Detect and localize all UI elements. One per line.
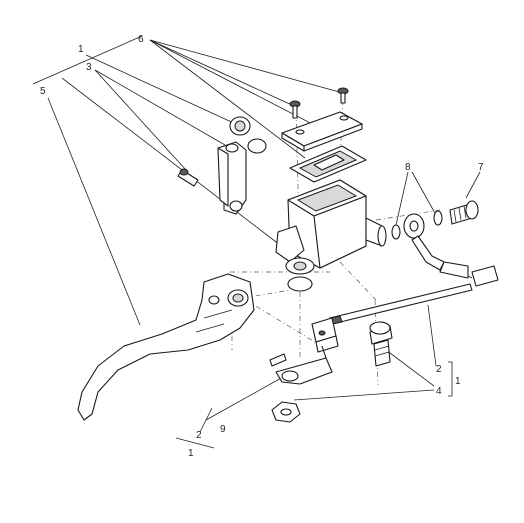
push-rod [329,283,473,325]
handlebar-clamp [217,141,247,215]
washer-left [391,224,401,240]
brake-lever [77,273,255,421]
callout-1-right: 1 [455,376,461,387]
cap-screw-left [289,100,301,119]
callout-2-right: 2 [436,364,442,375]
adjuster-pin [269,353,287,367]
switch-connector [467,265,499,287]
callout-8: 8 [405,162,411,173]
banjo-fitting [403,213,469,279]
cap-screw-right [337,87,349,104]
switch-bracket [275,345,333,385]
washer-right [433,210,443,226]
leader-lines [32,35,481,449]
o-ring [247,138,267,154]
callout-3: 3 [86,62,92,73]
callout-9: 9 [220,424,226,435]
callout-1-bottom: 1 [188,448,194,459]
diaphragm-gasket [289,145,367,183]
pivot-bolt [369,321,393,367]
callouts: 1 3 5 6 8 7 2 1 4 9 2 1 [40,34,484,459]
callout-1-top: 1 [78,44,84,55]
clamp-bolt [177,168,199,187]
callout-2-left: 2 [196,430,202,441]
sight-glass [229,116,251,136]
callout-7: 7 [478,162,484,173]
callout-4: 4 [436,386,442,397]
reservoir-cap [281,111,363,152]
banjo-bolt [449,200,479,225]
master-cylinder-body [275,179,387,292]
pivot-nut [271,401,301,423]
micro-switch [311,317,339,353]
callout-5: 5 [40,86,46,97]
callout-6: 6 [138,34,144,45]
